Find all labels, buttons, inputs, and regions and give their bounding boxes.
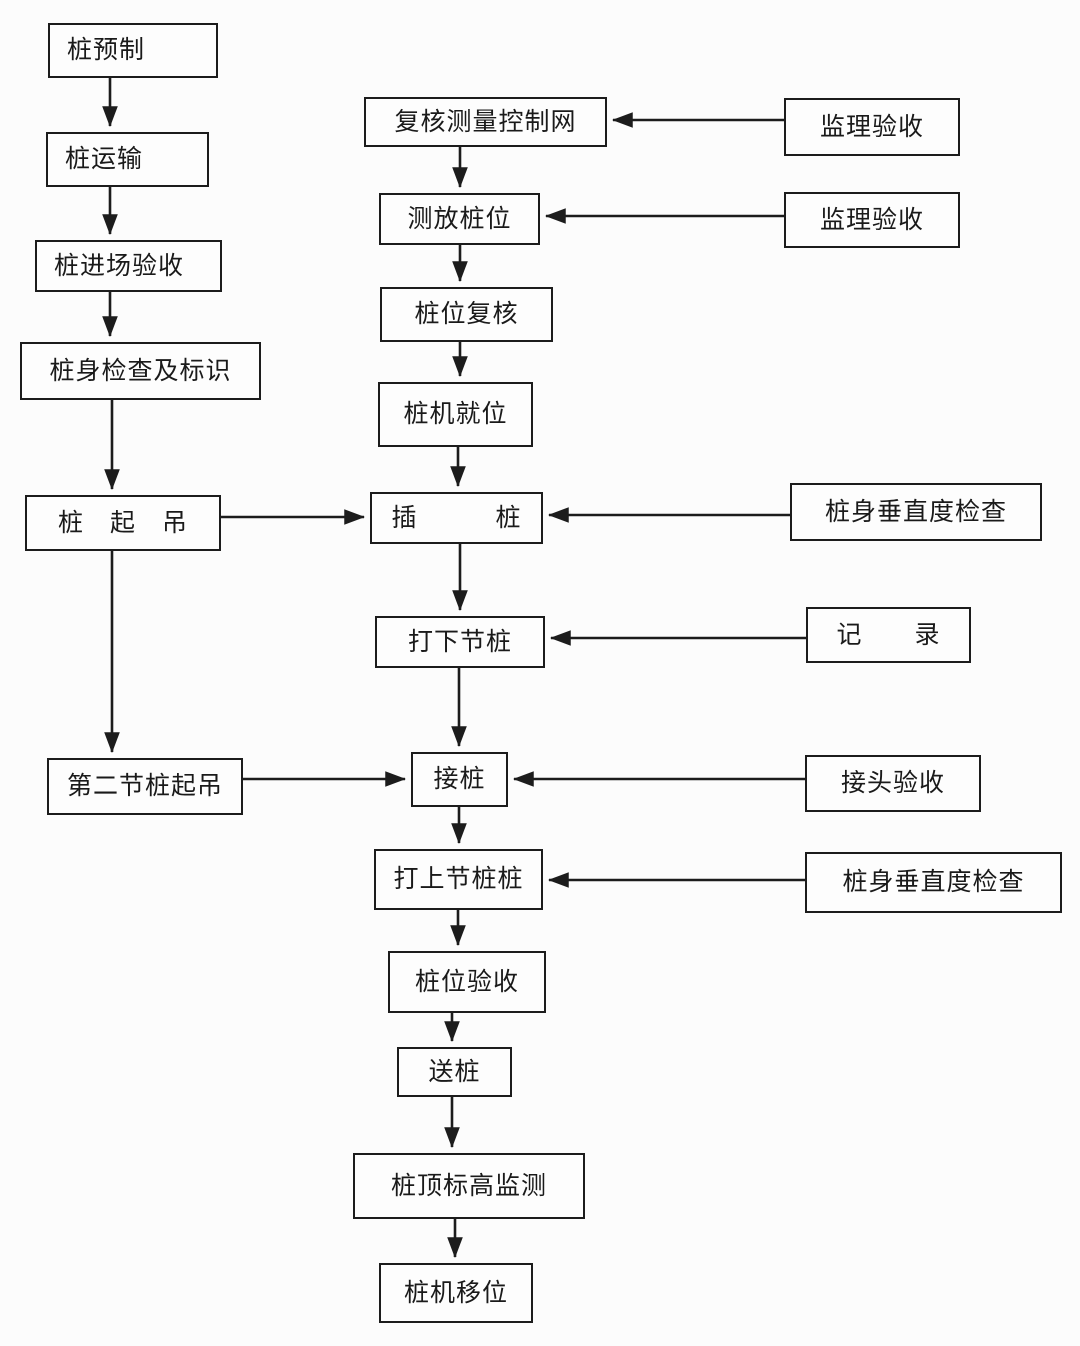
node-pile-machine-in-place: 桩机就位 [378, 382, 533, 447]
node-supervision-acceptance-1: 监理验收 [784, 98, 960, 156]
node-drive-lower-pile: 打下节桩 [375, 616, 545, 668]
node-pile-site-acceptance: 桩进场验收 [35, 240, 222, 292]
node-pile-top-elevation-monitoring: 桩顶标高监测 [353, 1153, 585, 1219]
node-review-control-network: 复核测量控制网 [364, 97, 607, 147]
node-insert-pile: 插 桩 [370, 492, 543, 544]
node-pile-transport: 桩运输 [46, 132, 209, 187]
node-joint-acceptance: 接头验收 [805, 755, 981, 812]
node-pile-inspection-marking: 桩身检查及标识 [20, 342, 261, 400]
node-joint-pile: 接桩 [411, 752, 508, 807]
node-pile-hoisting: 桩 起 吊 [25, 495, 221, 551]
node-pile-machine-relocation: 桩机移位 [379, 1263, 533, 1323]
node-supervision-acceptance-2: 监理验收 [784, 192, 960, 248]
node-record: 记 录 [806, 607, 971, 663]
node-second-pile-hoisting: 第二节桩起吊 [47, 758, 243, 815]
node-set-pile-positions: 测放桩位 [379, 193, 540, 245]
node-drive-upper-pile: 打上节桩桩 [374, 849, 543, 910]
node-verticality-check-1: 桩身垂直度检查 [790, 483, 1042, 541]
node-send-pile: 送桩 [397, 1047, 512, 1097]
node-pile-prefab: 桩预制 [48, 23, 218, 78]
node-pile-position-acceptance: 桩位验收 [388, 951, 546, 1013]
node-verticality-check-2: 桩身垂直度检查 [805, 852, 1062, 913]
node-pile-position-review: 桩位复核 [380, 287, 553, 342]
